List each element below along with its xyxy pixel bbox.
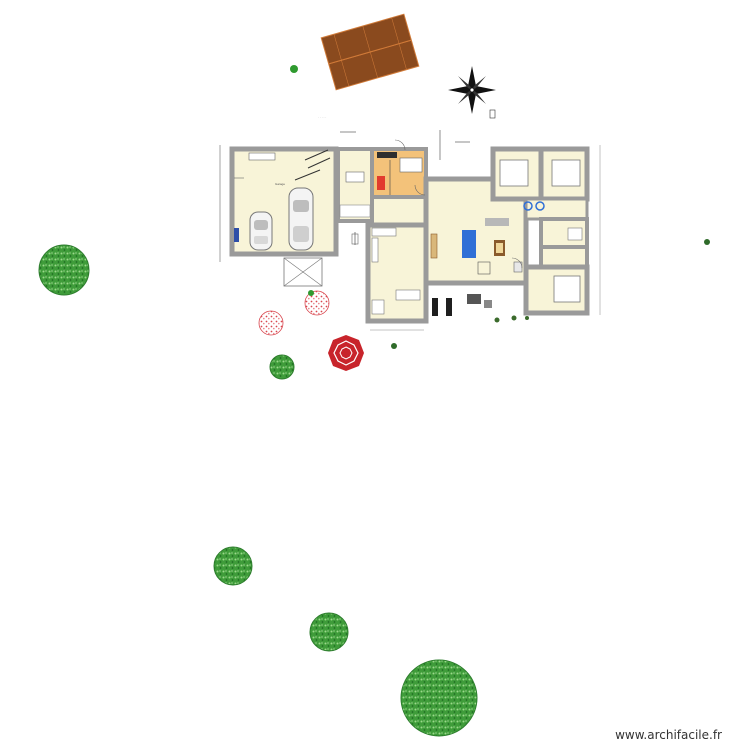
car-icon	[249, 211, 273, 251]
bush-icon	[258, 310, 284, 336]
umbrella-icon	[328, 335, 364, 371]
tree-icon	[309, 612, 349, 652]
car-icon	[288, 187, 314, 251]
bed-icon	[499, 159, 529, 187]
sun-lounger	[446, 298, 452, 316]
bed-icon	[551, 159, 581, 187]
corridor-bedrooms	[524, 197, 589, 221]
svg-text:· · · · ·: · · · · ·	[318, 115, 326, 119]
bush-icon	[304, 290, 330, 316]
watermark: www.archifacile.fr	[615, 728, 722, 742]
bed-icon	[553, 275, 581, 303]
tree-icon	[269, 354, 295, 380]
tree-icon	[38, 244, 90, 296]
sofa	[485, 218, 509, 226]
carport	[283, 257, 323, 287]
bicycle-icon	[234, 228, 239, 242]
tree-icon	[400, 659, 478, 737]
house-plan: Garage	[219, 139, 601, 331]
roof-panel	[320, 13, 420, 91]
bush-icon	[290, 65, 298, 73]
garden-table	[467, 294, 481, 304]
table-icon	[462, 230, 476, 258]
toilet-room	[539, 245, 589, 269]
compass-rose-icon	[448, 66, 496, 114]
sun-lounger	[432, 298, 438, 316]
svg-text:Garage: Garage	[275, 182, 285, 186]
tree-icon	[213, 546, 253, 586]
hallway	[370, 195, 428, 227]
garage: Garage	[219, 145, 339, 262]
dining-table	[430, 233, 438, 259]
